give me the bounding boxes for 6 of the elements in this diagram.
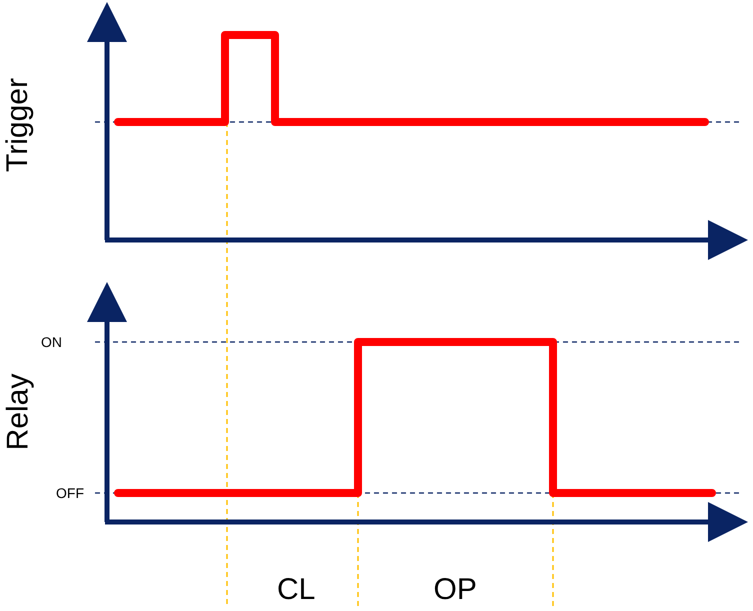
interval-label: OP [434, 575, 477, 605]
tick-label: OFF [56, 486, 84, 500]
axis-label: Trigger [2, 78, 33, 172]
tick-label: ON [41, 335, 62, 349]
axis-label: Relay [2, 374, 33, 450]
interval-label: CL [277, 575, 316, 605]
